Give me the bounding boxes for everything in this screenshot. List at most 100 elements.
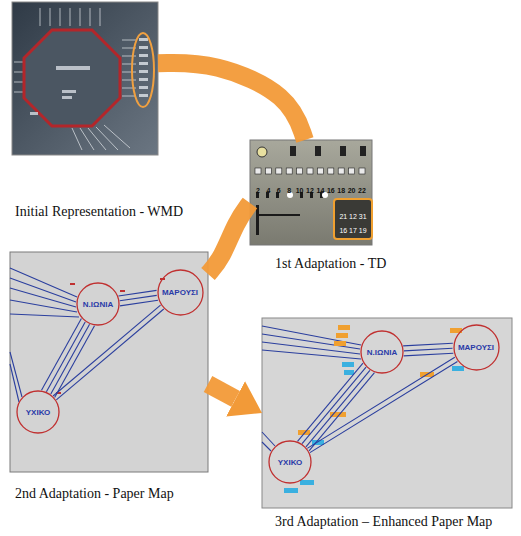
station-circle: ΥΧΙΚΟ [16,390,60,434]
panel-label: 21 12 31 [339,205,366,223]
td-screen-part [315,146,321,156]
screen-number: 10 [296,187,304,194]
enhanced-paper-map-part-part [262,350,361,359]
enhanced-paper-map-part-part [344,370,354,375]
wmd-screen-part-part [100,8,101,26]
paper-map-part-part [120,290,125,292]
route-line [120,295,157,300]
wmd-screen-part-part [139,86,148,89]
wmd-screen-part [132,33,154,107]
wmd-screen-part-part [122,96,136,97]
td-screen-part-part [338,168,344,174]
station-ring [77,283,119,325]
panel-label: 16 [327,179,335,197]
td-screen-part-part [297,168,303,174]
wmd-screen-part-part [14,82,23,83]
wmd-screen-part-part [80,8,81,26]
wmd-screen-part-part [14,92,23,93]
route-line [118,290,156,296]
screenshot-panel: 2nd Adaptation - Paper MapΝ.ΙΩΝΙΑΜΑΡΟΥΣΙ… [10,252,208,472]
panel-label: 18 [337,179,345,197]
screenshot-panel: Initial Representation - WMD [12,2,158,155]
station-ring [17,391,59,433]
wmd-screen-part-part [122,72,136,73]
station-ring [158,270,203,315]
screen-number: 4 [266,187,270,194]
paper-map-part-part [10,268,77,297]
td-screen-part [290,146,296,156]
paper-map-part-part [70,283,75,285]
screen-number: 2 [256,187,260,194]
panel-label: 2 [256,179,260,197]
route-line [307,357,455,448]
wmd-screen-part-part [122,56,136,57]
panel-label: 4 [266,179,270,197]
wmd-screen-part-part [40,8,41,26]
screen-number: 20 [348,187,356,194]
station-name: Ν.ΙΩΝΙΑ [367,348,397,357]
paper-map [10,252,208,472]
td-screen-part-part [349,168,355,174]
panel-caption: Initial Representation - WMD [15,202,183,220]
route-line [404,353,454,356]
td-screen-part [257,147,267,157]
paper-map-part-part [10,300,77,312]
wmd-screen-part-part [122,80,136,81]
station-circle: ΜΑΡΟΥΣΙ [453,324,500,371]
station-name: ΜΑΡΟΥΣΙ [162,288,198,297]
td-screen-part [250,140,372,245]
td-screen-part [360,146,366,156]
wmd-screen-part [30,66,90,115]
td-screen-part-part [359,168,365,174]
adaptation-arrow [208,384,236,399]
station-ring [269,441,311,483]
enhanced-paper-map-part-part [336,333,348,338]
wmd-screen-part-part [139,94,148,97]
wmd-screen-part-part [80,128,94,150]
wmd-screen-part-part [62,90,76,93]
td-screen [250,140,372,245]
wmd-screen-part-part [14,62,23,63]
wmd-screen-part-part [90,8,91,26]
panel-label: 20 [348,179,356,197]
adaptation-arrow [158,63,305,140]
station-circle: Ν.ΙΩΝΙΑ [76,282,120,326]
caption-text: 2nd Adaptation - Paper Map [15,486,174,501]
wmd-screen-part-part [14,72,23,73]
paper-map-part-part [10,278,76,302]
screen-number: 6 [277,187,281,194]
td-screen-part-part [276,168,282,174]
adaptation-arrow [208,203,250,274]
station-circle: ΜΑΡΟΥΣΙ [157,269,204,316]
route-line [309,373,374,451]
enhanced-paper-map-part-part [262,334,360,349]
paper-map-part [10,252,208,472]
route-line [53,305,160,396]
route-line [404,348,453,351]
enhanced-paper-map-part-part [262,342,360,354]
panel-label: 6 [277,179,281,197]
enhanced-paper-map-part-part [338,325,350,330]
wmd-screen-part-part [139,54,148,57]
enhanced-paper-map-part-part [334,341,346,346]
enhanced-paper-map-part-part [300,480,314,485]
wmd-screen-part-part [56,66,90,70]
wmd-screen-part [12,2,158,155]
td-screen-part-part [286,168,292,174]
td-screen-part-part [256,205,259,235]
wmd-screen-part-part [104,125,130,148]
wmd-screen-part [14,8,136,150]
wmd-screen-part-part [122,40,136,41]
panel-label: 14 [316,179,324,197]
panel-caption: 2nd Adaptation - Paper Map [15,484,174,502]
td-screen-part [256,192,323,235]
caption-text: Initial Representation - WMD [15,204,183,219]
route-line [120,300,158,306]
wmd-screen-part-part [139,38,148,41]
td-screen-part-part [256,214,300,216]
enhanced-paper-map [262,318,512,508]
